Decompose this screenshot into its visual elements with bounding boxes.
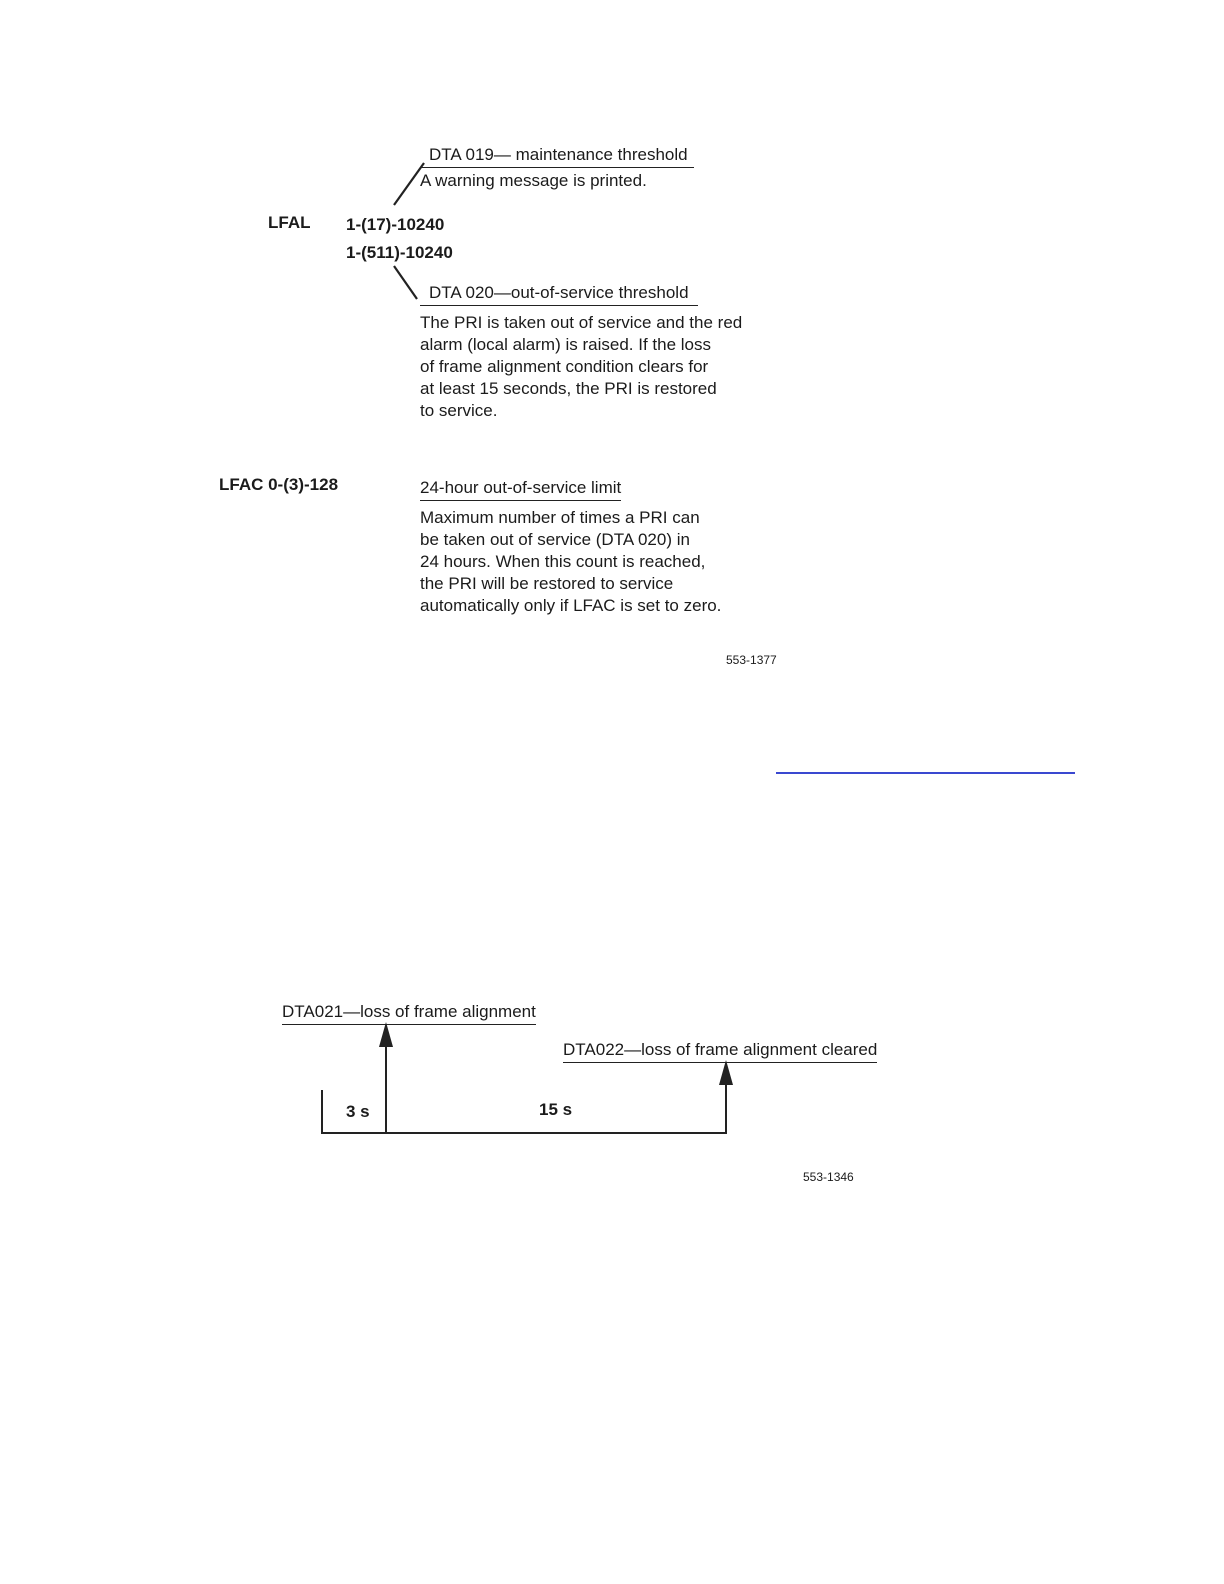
figure-id-553-1346: 553-1346 [803,1170,854,1184]
dta020-line: The PRI is taken out of service and the … [420,313,743,332]
dta020-description: The PRI is taken out of service and the … [420,312,742,422]
lfal-value-maintenance: 1-(17)-10240 [346,215,445,234]
lfac-line: Maximum number of times a PRI can [420,508,700,527]
figure-id-553-1377: 553-1377 [726,653,777,667]
lfac-label: LFAC 0-(3)-128 [219,475,339,494]
interval-15s-label: 15 s [539,1100,573,1119]
dta022-label: DTA022—loss of frame alignment cleared [563,1039,878,1063]
dta020-heading: DTA 020—out-of-service threshold [420,282,698,306]
lfac-heading: 24-hour out-of-service limit [420,477,622,501]
lfac-line: automatically only if LFAC is set to zer… [420,596,722,615]
interval-3s-label: 3 s [346,1102,370,1121]
lfac-line: the PRI will be restored to service [420,574,674,593]
lfal-branch-lines [393,162,425,300]
lfac-description: Maximum number of times a PRI can be tak… [420,507,721,617]
dta020-line: of frame alignment condition clears for [420,357,709,376]
lfac-line: 24 hours. When this count is reached, [420,552,706,571]
dta020-line: to service. [420,401,498,420]
lfac-line: be taken out of service (DTA 020) in [420,530,690,549]
lfal-value-out-of-service: 1-(511)-10240 [346,243,453,262]
branch-line-down [393,265,418,300]
dta022-arrow-head [719,1060,733,1085]
dta019-heading: DTA 019— maintenance threshold [420,144,694,168]
dta020-line: at least 15 seconds, the PRI is restored [420,379,717,398]
dta020-line: alarm (local alarm) is raised. If the lo… [420,335,711,354]
dta019-description: A warning message is printed. [420,171,647,190]
dta021-label: DTA021—loss of frame alignment [282,1001,536,1025]
dta021-arrow-head [379,1022,393,1047]
lfal-label: LFAL [268,213,311,232]
hyperlink-underline [776,772,1075,774]
branch-line-up [393,162,425,206]
